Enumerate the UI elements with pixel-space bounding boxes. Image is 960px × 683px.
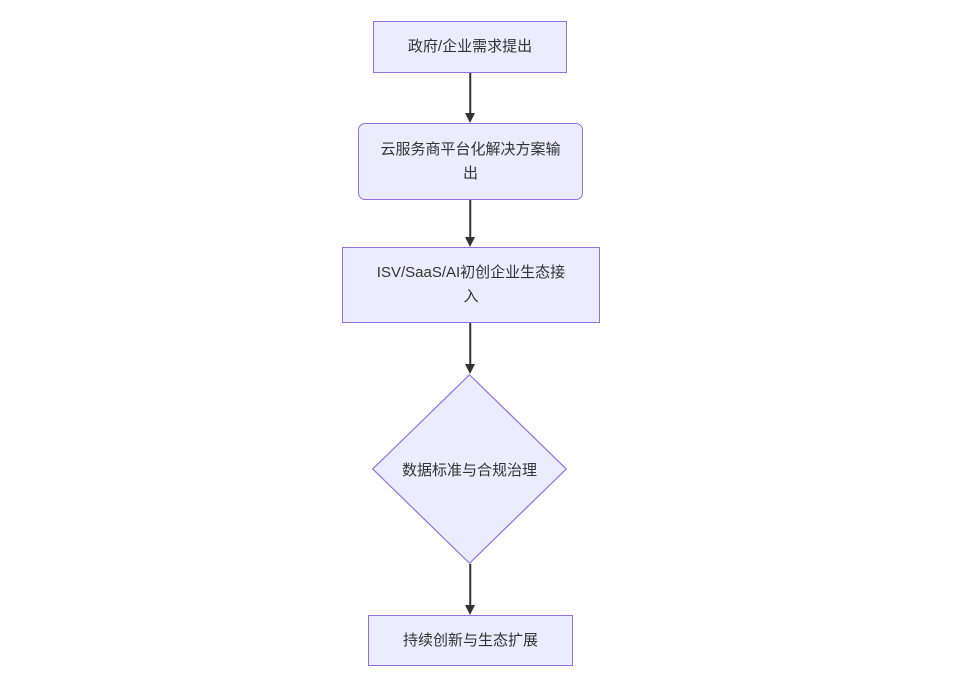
arrow-head-icon [465,605,475,615]
arrow-line [469,564,471,610]
flowchart-node-ecosystem-access: ISV/SaaS/AI初创企业生态接 入 [342,247,600,323]
flowchart-node-innovation: 持续创新与生态扩展 [368,615,573,666]
node-label: 出 [462,164,478,182]
flow-arrow-2 [462,200,478,247]
node-label: 政府/企业需求提出 [407,38,533,55]
node-label: 云服务商平台化解决方案输 [380,140,561,158]
node-label: 数据标准与合规治理 [401,461,537,479]
diamond-shape [372,374,567,564]
node-label: 入 [463,288,479,305]
arrow-head-icon [465,113,475,123]
arrow-head-icon [465,237,475,247]
node-label: ISV/SaaS/AI初创企业生态接 [376,264,566,281]
node-label: 持续创新与生态扩展 [402,631,538,649]
arrow-line [469,323,471,369]
arrow-line [469,73,471,118]
flow-arrow-3 [462,323,478,374]
flow-arrow-4 [462,564,478,615]
flowchart-node-compliance-decision: 数据标准与合规治理 [372,374,567,564]
flowchart-node-demand: 政府/企业需求提出 [373,21,567,73]
flowchart-node-cloud-solution: 云服务商平台化解决方案输 出 [358,123,583,200]
flow-arrow-1 [462,73,478,123]
arrow-line [469,200,471,242]
arrow-head-icon [465,364,475,374]
